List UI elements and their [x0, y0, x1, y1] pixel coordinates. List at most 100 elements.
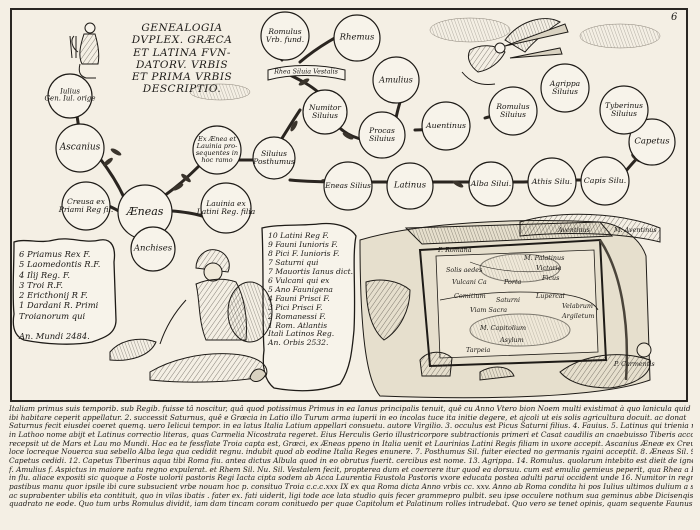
- map-label: Velabrum: [562, 302, 593, 310]
- cartouche-line: 3 Troi R.F.: [19, 279, 64, 290]
- plate-border: [10, 8, 688, 402]
- medallion-siluius-posthumus: Siluius Posthumus: [253, 149, 295, 166]
- title-line: ET PRIMA VRBIS: [131, 71, 233, 84]
- cartouche-line: 6 Vulcani qui ex: [268, 275, 330, 285]
- cartouche-line: 9 Fauni Iunioris F.: [268, 239, 338, 249]
- medallion-romulus-urb: Romulus Vrb. fund.: [265, 27, 305, 44]
- caption-line: in flu. aliace expositi sic quoque a Fos…: [9, 474, 693, 483]
- rome-map: [359, 213, 661, 399]
- cartouche-line: [19, 321, 100, 331]
- medallion-rhemus: Rhemus: [339, 32, 375, 43]
- medallion-latinus: Latinus: [393, 180, 427, 191]
- right-cartouche-text: 10 Latini Reg F. 9 Fauni Iunioris F. 8 P…: [268, 231, 354, 348]
- map-label: Porta: [504, 278, 522, 286]
- cartouche-line: An. Orbis 2532.: [268, 338, 329, 348]
- cartouche-line: 2 Ericthonij R F.: [19, 290, 88, 300]
- medallion-alba-silui: Alba Silui.: [470, 178, 512, 188]
- rhea-label: Rhea Siluia Vestalis: [274, 67, 338, 76]
- cartouche-line: 3 Pici Prisci F.: [268, 302, 323, 312]
- medallion-romulus-siluius: Romulus Siluius: [496, 102, 530, 119]
- caption-line: pastibus manu quor ipsile ibi cure subsu…: [9, 483, 693, 492]
- medallion-capis-silu: Capis Silu.: [583, 175, 627, 185]
- medallion-auentinus: Auentinus: [426, 120, 466, 130]
- musician-figure: [69, 22, 100, 79]
- cartouche-line: 7 Mauortis Ianus dict.: [268, 266, 354, 276]
- map-label: Comitium: [454, 292, 486, 300]
- cartouche-line: 4 Ilij Reg. F.: [19, 269, 71, 280]
- plate-title: GENEALOGIA DVPLEX. GRÆCA ET LATINA FVN- …: [112, 22, 252, 96]
- caption-line: f. Amulius f. Aspictus in maiore natu re…: [9, 465, 693, 474]
- map-label: Asylum: [500, 336, 524, 344]
- map-label: M. Palatinus: [524, 254, 565, 262]
- map-label: M. Aventinus: [614, 226, 657, 234]
- map-label: Argiletum: [562, 312, 595, 320]
- caption-line: Italiam primus suis temporib. sub Regib.…: [9, 405, 691, 413]
- rhea-ribbon: [267, 65, 346, 81]
- cartouche-line: Itali Latinos Reg.: [268, 329, 335, 339]
- medallion-aeneas: Æneas: [126, 205, 164, 219]
- map-label: M. Capitolium: [480, 324, 527, 332]
- cartouche-line: 7 Saturni qui: [268, 257, 319, 267]
- medallion-ex-aeneas: Ex Ænea et Lauinia pro- sequentes in hoc…: [195, 135, 239, 164]
- map-label: Tarpeia: [466, 346, 491, 354]
- medallion-anchises: Anchises: [133, 243, 173, 254]
- clouds: [189, 17, 661, 101]
- caption-line: ac suprabenter ubilis eta contituit, quo…: [9, 491, 693, 500]
- title-line: GENEALOGIA: [141, 22, 223, 34]
- medallion-iulius: Iulius Gen. Iul. orige: [44, 87, 96, 103]
- medallion-amulius: Amulius: [379, 74, 413, 85]
- map-label: P. Romana: [438, 246, 472, 254]
- medallion-numitor: Numitor Siluius: [308, 103, 342, 120]
- cartouche-line: 2 Romanessi F.: [268, 311, 326, 321]
- warrior-figure: [109, 249, 273, 383]
- map-label: Saturni: [496, 296, 521, 304]
- caption-line: Saturnus fecit eiusdei coeret quemq. uer…: [9, 422, 693, 431]
- title-line: DATORV. VRBIS: [135, 58, 229, 71]
- caption-line: in Lathoo nome abijt et Latinus correcti…: [9, 431, 693, 440]
- left-cartouche-text: 6 Priamus Rex F. 5 Laomedontis R.F. 4 Il…: [19, 249, 100, 341]
- right-cartouche-shape: [261, 222, 357, 392]
- left-cartouche-shape: [12, 238, 117, 345]
- cartouche-line: 5 Ano Faunigena: [268, 284, 333, 294]
- cartouche-line: An. Mundi 2484.: [19, 331, 90, 341]
- cartouche-line: 6 Priamus Rex F.: [19, 249, 91, 259]
- map-label: P. Carmentis: [614, 360, 655, 368]
- cartouche-line: 4 Fauni Prisci F.: [268, 293, 330, 303]
- medallion-creusa: Creusa ex Priami Reg fil.: [58, 197, 114, 214]
- map-label: Solis aedes: [446, 266, 483, 274]
- caption-line: Capetus cedidi. 12. Capetus Tiberinus aq…: [9, 457, 693, 466]
- cartouche-line: 1 Rom. Atlantis: [268, 320, 328, 330]
- caption-line: loce locreque Nouerca sua sebello Alba l…: [9, 448, 693, 457]
- caption-line: ibi habitare ceperit appellatur. 2. succ…: [9, 413, 687, 422]
- medallion-athis-silu: Athis Silu.: [531, 176, 573, 186]
- caption-line: quadrato ne eode. Quo tum urbs Romulus d…: [9, 500, 693, 509]
- fame-figure: [461, 18, 569, 85]
- title-line: DESCRIPTIO.: [142, 83, 222, 96]
- cartouche-line: 5 Laomedontis R.F.: [19, 259, 101, 270]
- title-line: ET LATINA FVN-: [133, 46, 231, 59]
- cartouche-line: Troianorum qui: [19, 310, 86, 321]
- cartouche-line: 10 Latini Reg F.: [268, 231, 329, 240]
- medallion-lauinia: Lauinia ex Latini Reg. filia: [196, 199, 256, 216]
- medallion-ascanius: Ascanius: [59, 142, 101, 153]
- map-label: Viam Sacra: [470, 306, 508, 314]
- medallion-capetus: Capetus: [634, 136, 670, 147]
- cartouche-line: 1 Dardani R. Primi: [19, 300, 99, 311]
- medallion-eneas-silius: Eneas Silius: [325, 181, 371, 191]
- map-label: Aventinus: [558, 226, 590, 234]
- caption-text: Italiam primus suis temporib. sub Regib.…: [9, 405, 693, 509]
- map-label: Vulcani Ca: [452, 278, 487, 286]
- cartouche-line: 8 Pici F. Iunioris F.: [268, 248, 340, 258]
- title-line: DVPLEX. GRÆCA: [131, 34, 233, 47]
- medallion-circles: [47, 11, 676, 272]
- medallion-procas: Procas Siluius: [369, 126, 395, 143]
- medallion-agrippa: Agrippa Siluius: [549, 79, 581, 96]
- map-label: Lupercal: [536, 292, 565, 300]
- medallion-tyberinus: Tyberinus Siluius: [605, 101, 643, 118]
- map-label: Ficus: [542, 274, 560, 282]
- map-label: Victoria: [536, 264, 562, 272]
- page-number: 6: [671, 12, 678, 23]
- caption-line: recepsit ut de Mars et Lau mo Mundi. Hac…: [9, 439, 693, 448]
